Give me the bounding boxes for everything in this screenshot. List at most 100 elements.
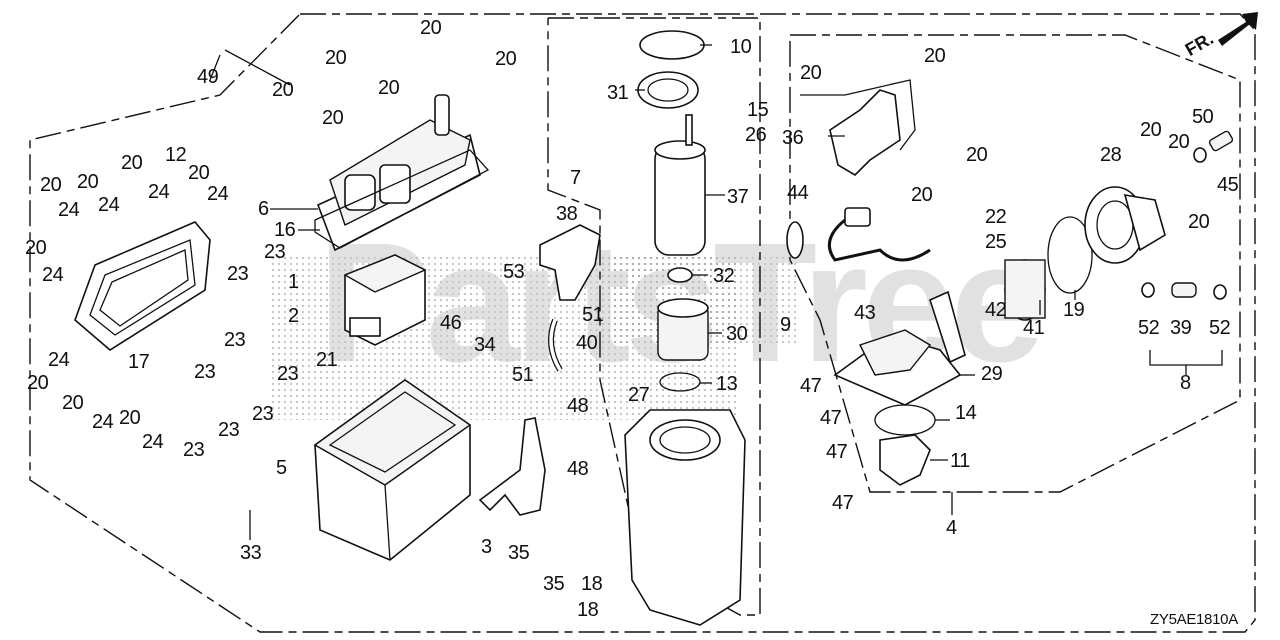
callout-label: 44 <box>787 182 809 204</box>
callout-label: 20 <box>77 171 99 193</box>
callout-label: 20 <box>25 237 47 259</box>
callout-label: 23 <box>218 419 240 441</box>
callout-label: 46 <box>440 312 462 334</box>
callout-label: 5 <box>276 457 287 479</box>
callout-label: 23 <box>224 329 246 351</box>
callout-label: 1 <box>288 271 299 293</box>
callout-label: 23 <box>252 403 274 425</box>
callout-label: 52 <box>1138 317 1160 339</box>
callout-label: 50 <box>1192 106 1214 128</box>
callout-label: 20 <box>325 47 347 69</box>
callout-label: 37 <box>727 186 749 208</box>
callout-label: 20 <box>966 144 988 166</box>
callout-label: 35 <box>543 573 565 595</box>
callout-label: 45 <box>1217 174 1239 196</box>
callout-label: 41 <box>1023 317 1045 339</box>
callout-label: 51 <box>582 304 604 326</box>
bracket-36 <box>829 89 901 177</box>
callout-label: 20 <box>378 77 400 99</box>
callout-label: 9 <box>780 314 791 336</box>
callout-label: 29 <box>981 363 1003 385</box>
gasket-14 <box>874 404 936 436</box>
callout-label: 11 <box>950 450 970 472</box>
callout-label: 47 <box>820 407 842 429</box>
callout-label: 18 <box>577 599 599 621</box>
cover-29 <box>833 290 966 406</box>
callout-label: 7 <box>570 167 581 189</box>
callout-label: 18 <box>581 573 603 595</box>
callout-label: 25 <box>985 231 1007 253</box>
callout-label: 47 <box>800 375 822 397</box>
group-boundary-4 <box>789 34 1241 493</box>
callout-label: 2 <box>288 305 299 327</box>
callout-label: 42 <box>985 299 1007 321</box>
callout-label: 47 <box>826 441 848 463</box>
bracket-3 <box>478 417 546 516</box>
gasket-19 <box>1047 216 1093 294</box>
callout-label: 40 <box>576 332 598 354</box>
callout-label: 20 <box>322 107 344 129</box>
callout-label: 23 <box>227 263 249 285</box>
bolt-45 <box>1208 130 1234 152</box>
callout-label: 6 <box>258 198 269 220</box>
callout-label: 24 <box>92 411 114 433</box>
callout-label: 10 <box>730 36 752 58</box>
leader-lines <box>209 44 1076 540</box>
callout-label: 23 <box>264 241 286 263</box>
callout-label: 22 <box>985 206 1007 228</box>
callout-label: 20 <box>40 174 62 196</box>
group-bracket-8 <box>1149 350 1223 366</box>
callout-label: 21 <box>316 349 338 371</box>
rubber-32 <box>667 267 693 283</box>
callout-label: 13 <box>716 373 738 395</box>
callout-label: 36 <box>782 127 804 149</box>
callout-label: 34 <box>474 334 496 356</box>
callout-label: 20 <box>911 184 933 206</box>
oring-13 <box>659 372 701 392</box>
component-11 <box>879 434 931 486</box>
callout-label: 48 <box>567 395 589 417</box>
callout-label: 16 <box>274 219 296 241</box>
callout-label: 51 <box>512 364 534 386</box>
callout-label: 20 <box>420 17 442 39</box>
callout-label: 24 <box>98 194 120 216</box>
callout-label: 14 <box>955 402 977 424</box>
callout-label: 20 <box>1168 131 1190 153</box>
callout-label: 28 <box>1100 144 1122 166</box>
callout-label: 35 <box>508 542 530 564</box>
callout-label: 53 <box>503 261 525 283</box>
group-bracket-36 <box>800 79 916 151</box>
filter-41 <box>1004 259 1046 321</box>
callout-label: 20 <box>800 62 822 84</box>
callout-label: 20 <box>27 372 49 394</box>
callout-label: 24 <box>207 183 229 205</box>
callout-label: 23 <box>194 361 216 383</box>
callout-label: 32 <box>713 265 735 287</box>
seal-10 <box>639 30 705 60</box>
ring-31 <box>637 71 699 109</box>
callout-label: 20 <box>119 407 141 429</box>
electrical-module <box>343 254 427 346</box>
callout-label: 20 <box>62 392 84 414</box>
callout-label: 43 <box>854 302 876 324</box>
callout-label: 20 <box>495 48 517 70</box>
callout-label: 3 <box>481 536 492 558</box>
callout-label: 52 <box>1209 317 1231 339</box>
callout-label: 49 <box>197 66 219 88</box>
callout-label: 26 <box>745 124 767 146</box>
callout-label: 33 <box>240 542 262 564</box>
callout-label: 23 <box>277 363 299 385</box>
float-chamber-5 <box>313 379 472 561</box>
callout-label: 20 <box>188 162 210 184</box>
callout-label: 12 <box>165 144 187 166</box>
housing-28 <box>1084 186 1166 264</box>
strainer-30 <box>657 298 709 361</box>
callout-label: 27 <box>628 384 650 406</box>
callout-label: 48 <box>567 458 589 480</box>
callout-label: 24 <box>42 264 64 286</box>
callout-label: 20 <box>121 152 143 174</box>
callout-label: 24 <box>142 431 164 453</box>
callout-label: 47 <box>832 492 854 514</box>
